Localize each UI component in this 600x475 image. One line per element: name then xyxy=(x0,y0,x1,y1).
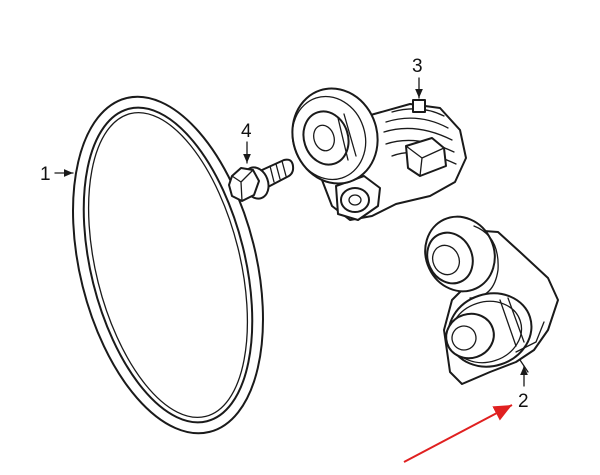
callout-label-2: 2 xyxy=(518,391,529,412)
callout-label-3: 3 xyxy=(412,56,423,77)
callout-label-4: 4 xyxy=(241,121,252,142)
idler-pulley[interactable] xyxy=(413,205,559,387)
belt[interactable] xyxy=(41,77,295,453)
callout-label-1: 1 xyxy=(40,164,51,185)
bolt[interactable] xyxy=(228,141,295,202)
callout-1: 1 xyxy=(40,164,74,185)
tensioner[interactable] xyxy=(280,77,467,221)
highlight-arrow xyxy=(403,404,513,463)
